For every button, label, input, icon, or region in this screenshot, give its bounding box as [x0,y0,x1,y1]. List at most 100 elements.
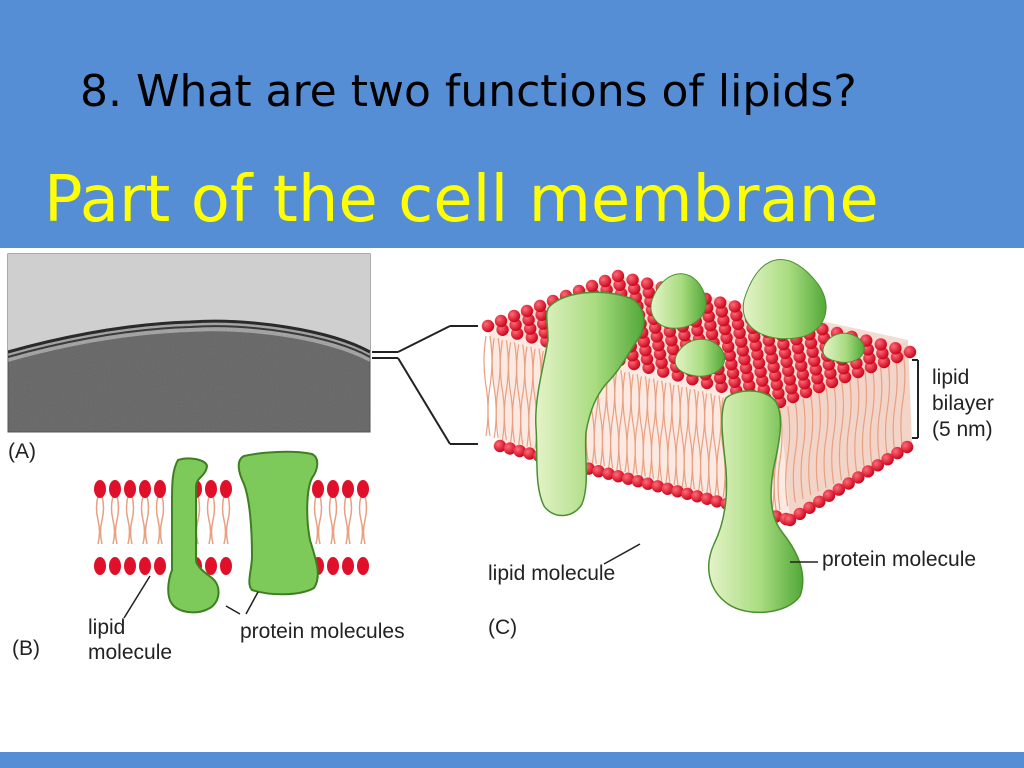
lipid-head [312,480,324,498]
lipid-tail [125,495,135,545]
lipid-head [342,480,354,498]
lipid-tail [313,495,323,545]
lipid-tail [854,372,860,473]
lipid-tail [667,382,673,483]
lipid-head [783,513,797,527]
lipid-head [691,490,704,503]
lipid-tail [503,340,509,441]
lipid-tail [520,344,526,445]
lipid-head [903,345,917,359]
lipid-tail [491,338,497,439]
lipid-tail [831,383,837,485]
lipid-head [513,444,526,458]
lipid-head [357,557,369,575]
lipid-tail [140,495,150,545]
lipid-head [139,480,151,498]
panel-c-protein-molecules [534,259,865,614]
lipid-head [592,465,605,478]
lipid-head [852,471,865,484]
lipid-head [205,557,217,575]
lipid-head [494,314,508,328]
lipid-tail [516,344,522,445]
lipid-head [205,480,217,498]
lipid-tail [524,346,530,447]
slide-footer-bar [0,752,1024,768]
lipid-head [342,557,354,575]
lipid-tail [511,342,518,443]
lipid-tail [792,402,798,503]
lipid-tail [659,380,665,481]
panel-b-protein-label: protein molecules [240,620,405,643]
lipid-head [109,557,121,575]
bilayer-label-line3: (5 nm) [932,418,993,441]
lipid-head [357,480,369,498]
lipid-head [94,480,106,498]
lipid-head [220,557,232,575]
lipid-tail [675,384,681,486]
lipid-tail [343,495,353,545]
lipid-tail [785,406,791,507]
lipid-tail [712,395,718,496]
lipid-tail [646,378,653,479]
lipid-head [661,482,674,495]
lipid-tail [622,372,628,473]
lipid-head [481,319,495,333]
protein-bump-4 [822,332,865,363]
lipid-tail [221,495,231,545]
lipid-head [520,304,534,318]
lipid-head [94,557,106,575]
protein-bump-3 [674,338,726,377]
slide-question: 8. What are two functions of lipids? [80,66,857,117]
panel-b-label: (B) [12,637,40,660]
lipid-tail [110,495,120,545]
panel-b-lipid-label-line1: lipid [88,616,125,639]
lipid-tail [626,372,632,473]
panel-b-lipid-label-line2: molecule [88,641,172,664]
panel-c-label: (C) [488,616,517,639]
lipid-tail [487,335,493,437]
lipid-tail [499,340,505,441]
lipid-tail [900,350,906,451]
lipid-tail [777,409,783,511]
panel-a-label: (A) [8,440,36,463]
lipid-head [681,487,694,500]
lipid-head [861,465,875,478]
lipid-tail [638,376,644,477]
lipid-tail [838,380,845,481]
lipid-head [154,480,166,498]
lipid-tail [695,391,702,492]
lipid-head [109,480,121,498]
bilayer-label-line1: lipid [932,366,969,389]
lipid-head [598,274,612,288]
zoom-connector-lines [372,325,478,445]
lipid-head [641,477,655,490]
lipid-head [327,557,339,575]
lipid-head [700,492,714,505]
lipid-tail [630,374,636,475]
lipid-tail [687,389,693,490]
lipid-tail [846,376,852,477]
lipid-tail [704,393,710,494]
lipid-tail [808,395,814,496]
lipid-tail [618,369,624,471]
lipid-tail [614,369,620,471]
panel-b-leader-lines [123,575,259,619]
lipid-head [900,440,914,454]
slide-answer: Part of the cell membrane [44,163,879,237]
lipid-tail [634,374,640,475]
lipid-head [671,485,684,498]
lipid-tail [699,391,706,492]
lipid-head [881,453,894,466]
lipid-head [124,557,136,575]
lipid-tail [610,367,616,469]
lipid-tail [495,338,501,439]
transmembrane-protein-right [707,390,804,614]
lipid-tail [861,368,868,470]
bilayer-bracket [912,359,919,439]
lipid-head [493,439,507,453]
lipid-head [507,309,521,323]
lipid-tail [95,495,105,545]
lipid-head [874,338,887,351]
lipid-head [793,507,806,521]
panel-b-lipid-bilayer [94,480,369,575]
